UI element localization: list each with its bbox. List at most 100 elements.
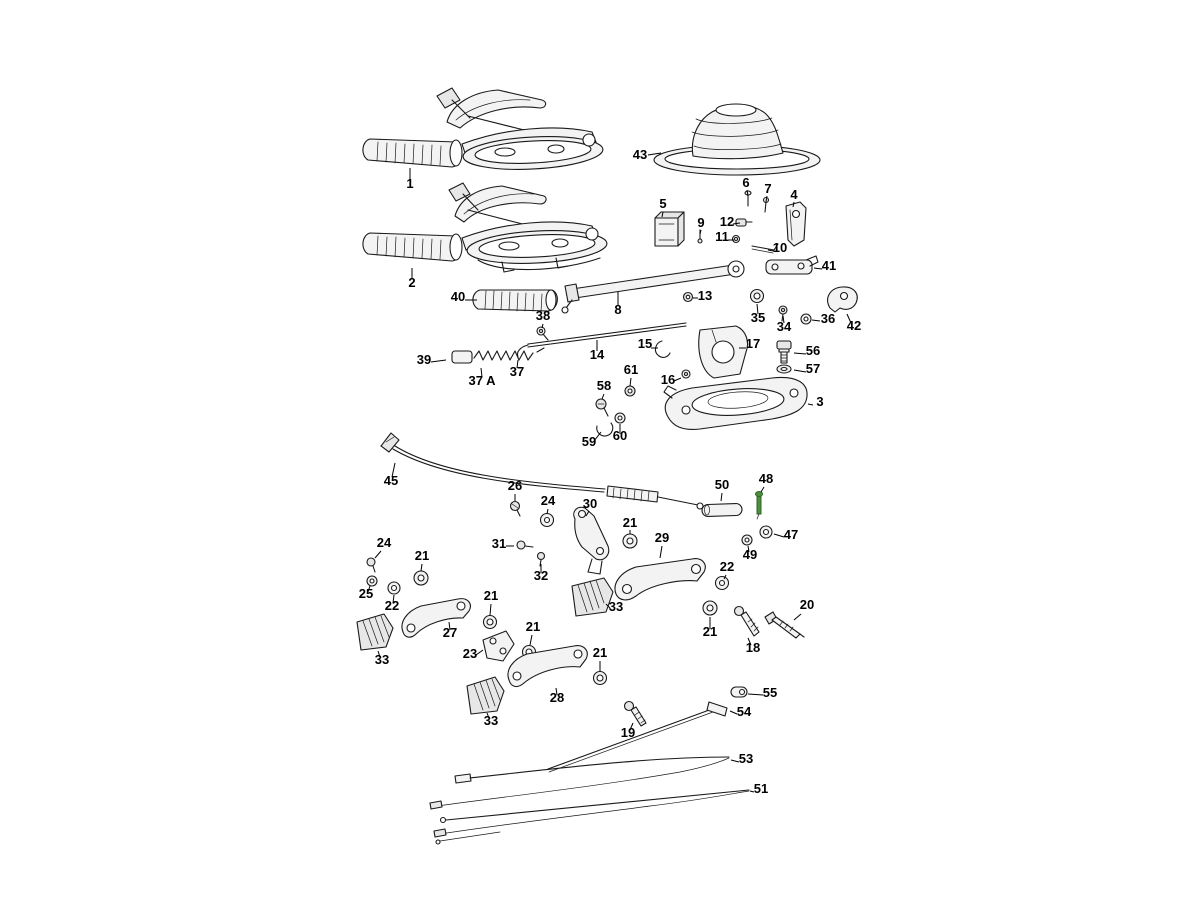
- part-21-washer-c: [413, 570, 429, 586]
- label-leader-line: [793, 352, 807, 355]
- part-25-washer: [366, 575, 378, 587]
- part-label-36: 36: [821, 311, 835, 326]
- part-label-37A: 37 A: [469, 373, 497, 388]
- part-label-21: 21: [703, 624, 717, 639]
- part-36-washer: [800, 313, 812, 325]
- label-leader-line: [420, 563, 423, 572]
- label-leader-line: [756, 303, 759, 315]
- part-label-21: 21: [593, 645, 607, 660]
- label-leader-line: [699, 229, 702, 235]
- part-33-wedge-a: [356, 613, 394, 651]
- part-2-handbrake-lever: [362, 182, 608, 273]
- part-13-nut: [682, 291, 694, 303]
- label-leader-line: [392, 594, 395, 604]
- label-leader-line: [374, 550, 382, 559]
- part-17-bracket: [698, 325, 749, 379]
- label-leader-line: [605, 603, 611, 609]
- label-leader-line: [489, 603, 492, 616]
- part-label-15: 15: [638, 336, 652, 351]
- part-21-washer-b: [702, 600, 718, 616]
- part-label-26: 26: [508, 478, 522, 493]
- label-leader-line: [767, 249, 775, 252]
- part-18-bolt: [733, 605, 760, 637]
- part-label-45: 45: [384, 473, 398, 488]
- part-label-43: 43: [633, 147, 647, 162]
- part-label-58: 58: [597, 378, 611, 393]
- part-label-47: 47: [784, 527, 798, 542]
- label-leader-line: [747, 693, 764, 696]
- label-leader-line: [430, 359, 447, 363]
- part-label-42: 42: [847, 318, 861, 333]
- part-26-screw: [509, 500, 521, 517]
- part-label-14: 14: [590, 347, 605, 362]
- part-39-spring: [451, 347, 545, 364]
- label-leader-line: [792, 201, 795, 208]
- part-56-bolt: [776, 340, 792, 364]
- part-label-9: 9: [697, 215, 704, 230]
- label-leader-line: [593, 431, 602, 442]
- part-33-wedge-c: [571, 577, 614, 617]
- label-leader-line: [807, 403, 814, 406]
- part-label-21: 21: [526, 619, 540, 634]
- part-29-lever: [614, 558, 706, 601]
- part-label-13: 13: [698, 288, 712, 303]
- part-31-screw: [516, 540, 534, 550]
- part-21-washer-f: [592, 670, 608, 686]
- part-60-washer: [614, 412, 626, 424]
- part-20-bolt: [764, 611, 805, 639]
- part-label-6: 6: [742, 175, 749, 190]
- part-label-22: 22: [720, 559, 734, 574]
- label-leader-line: [749, 790, 755, 793]
- part-label-53: 53: [739, 751, 753, 766]
- part-label-29: 29: [655, 530, 669, 545]
- label-leader-line: [661, 211, 664, 218]
- part-32-screw: [536, 551, 546, 567]
- part-48-bolt-green: [755, 491, 763, 520]
- part-10-rod: [751, 243, 779, 254]
- part-21-washer-a: [622, 533, 638, 549]
- part-47-nut: [759, 525, 773, 539]
- label-leader-line: [475, 649, 484, 656]
- part-3-base-plate: [663, 376, 808, 430]
- part-22-washer-a: [387, 581, 401, 595]
- part-51-cable: [433, 789, 750, 845]
- label-leader-line: [723, 574, 727, 580]
- label-leader-line: [793, 613, 802, 621]
- part-28-lever: [507, 645, 588, 688]
- part-19-bolt: [623, 700, 647, 727]
- part-label-23: 23: [463, 646, 477, 661]
- part-27-lever: [401, 598, 471, 638]
- part-label-2: 2: [408, 275, 415, 290]
- part-label-48: 48: [759, 471, 773, 486]
- part-label-8: 8: [614, 302, 621, 317]
- label-leader-line: [629, 377, 632, 387]
- part-label-12: 12: [720, 214, 734, 229]
- label-leader-line: [732, 222, 741, 225]
- part-label-21: 21: [484, 588, 498, 603]
- label-leader-line: [747, 545, 750, 553]
- label-leader-line: [846, 313, 852, 324]
- label-leader-line: [647, 152, 662, 156]
- part-61-nut: [624, 385, 636, 397]
- part-35-bushing: [749, 288, 765, 304]
- label-leader-line: [546, 508, 549, 515]
- part-label-50: 50: [715, 477, 729, 492]
- part-label-60: 60: [613, 428, 627, 443]
- part-38-eyelet: [536, 326, 549, 341]
- part-5-block: [654, 211, 685, 247]
- label-leader-line: [601, 393, 605, 400]
- part-label-24: 24: [541, 493, 556, 508]
- label-leader-line: [516, 359, 519, 369]
- label-leader-line: [585, 510, 590, 517]
- part-53-cable: [429, 756, 730, 810]
- label-leader-line: [746, 189, 749, 197]
- part-label-4: 4: [790, 187, 798, 202]
- part-label-49: 49: [743, 547, 757, 562]
- part-label-51: 51: [754, 781, 768, 796]
- label-leader-line: [813, 267, 823, 270]
- part-label-57: 57: [806, 361, 820, 376]
- label-leader-line: [377, 650, 381, 658]
- label-leader-line: [793, 369, 807, 373]
